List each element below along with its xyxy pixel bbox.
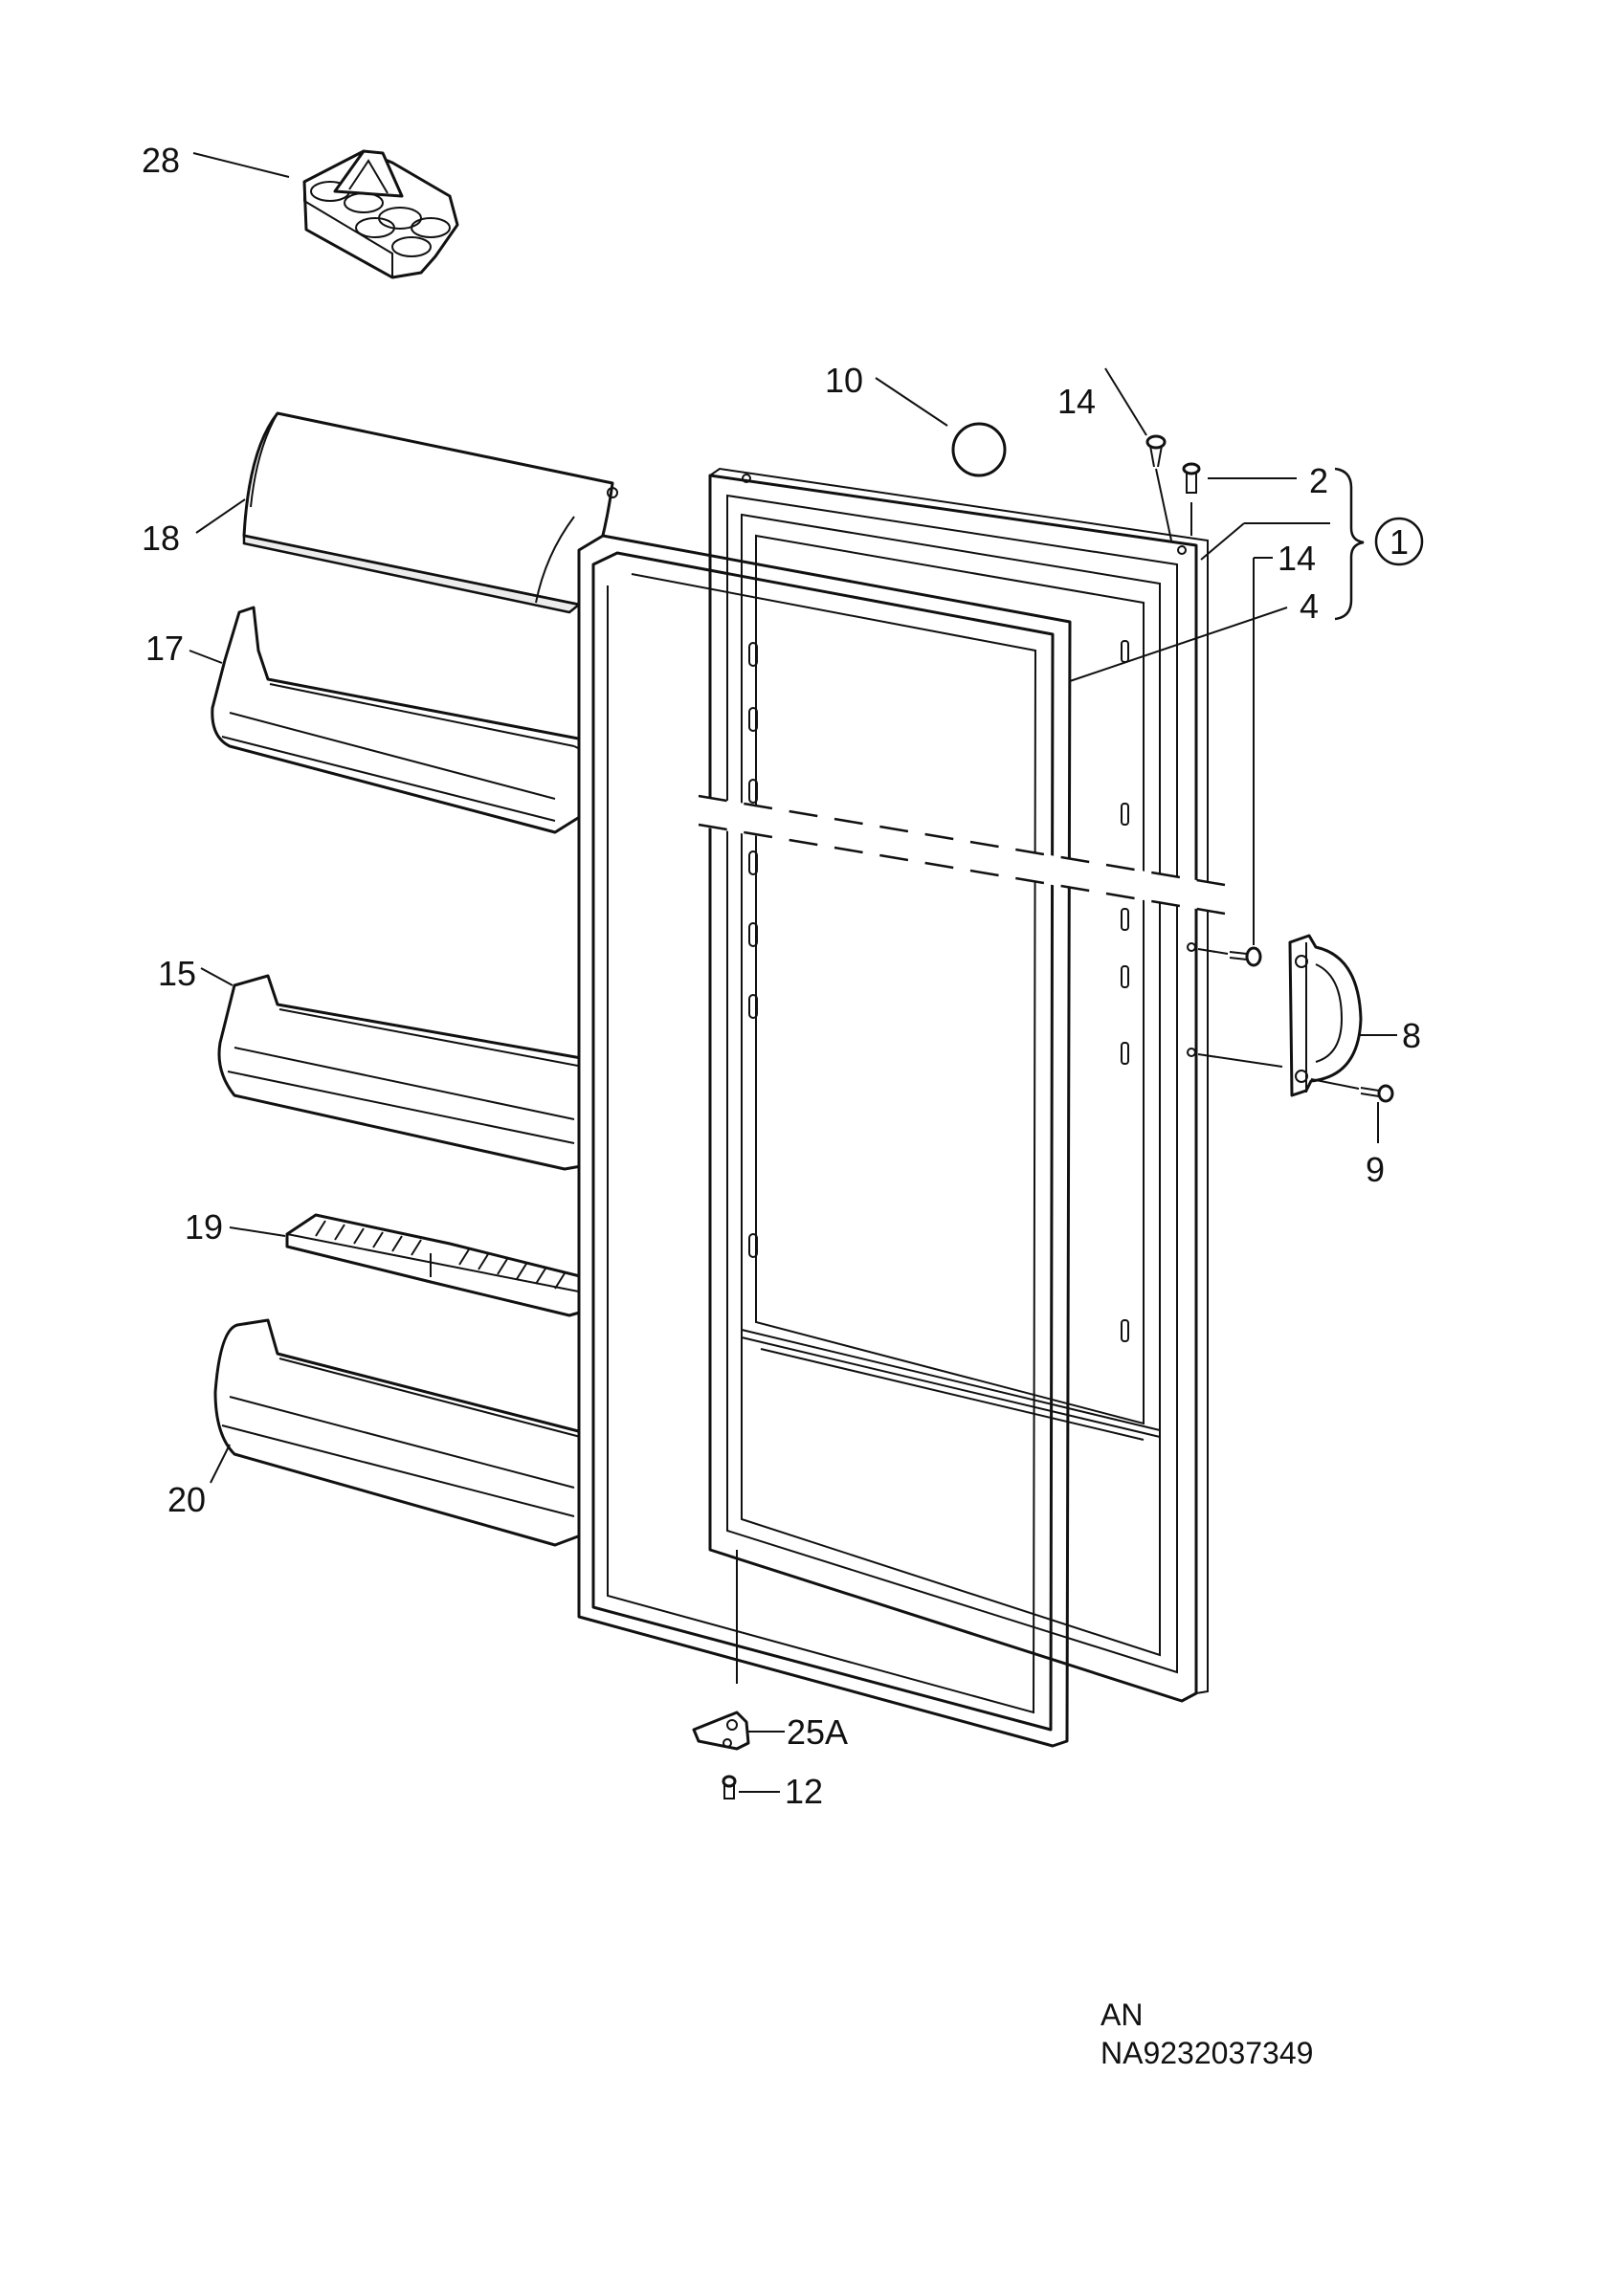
leader-4: [1069, 607, 1288, 682]
egg-tray-part-28[interactable]: [302, 149, 459, 279]
label-28: 28: [142, 141, 180, 180]
label-2: 2: [1309, 461, 1328, 500]
leader-14-side-door: [1197, 948, 1229, 955]
label-17: 17: [145, 629, 184, 668]
leader-1: [1200, 522, 1245, 561]
dairy-lid-part-18[interactable]: [242, 411, 618, 614]
label-15: 15: [158, 954, 196, 993]
label-25a: 25A: [787, 1712, 848, 1752]
leader-9-handle: [1310, 1078, 1360, 1090]
break-lines: [689, 794, 1226, 916]
label-8: 8: [1402, 1016, 1421, 1055]
plug-cap-part-10[interactable]: [951, 422, 1007, 477]
label-1: 1: [1390, 522, 1409, 562]
assembly-bracket: [1334, 467, 1365, 621]
bottle-divider-part-19[interactable]: [285, 1213, 619, 1317]
upper-door-bin-part-17[interactable]: [211, 606, 610, 834]
pin-part-2[interactable]: [1182, 462, 1201, 494]
label-18: 18: [142, 519, 180, 558]
door-panel[interactable]: [708, 467, 1209, 1703]
screw-part-14-side[interactable]: [1229, 946, 1262, 967]
leader-8-door: [1197, 1053, 1283, 1068]
label-12: 12: [785, 1772, 823, 1811]
middle-door-bin-part-15[interactable]: [217, 974, 616, 1171]
rivet-part-14-top[interactable]: [1145, 434, 1167, 468]
leader-20: [210, 1444, 231, 1484]
label-14-side: 14: [1278, 539, 1316, 578]
label-20: 20: [167, 1480, 206, 1519]
leader-28: [192, 152, 290, 178]
label-14-top: 14: [1057, 382, 1096, 421]
assembly-1-callout[interactable]: 1: [1374, 517, 1424, 566]
hinge-bushing-part-25a[interactable]: [692, 1711, 750, 1751]
footer-line-2: NA9232037349: [1101, 2036, 1313, 2070]
lower-door-bin-part-20[interactable]: [213, 1318, 610, 1547]
screw-part-9[interactable]: [1360, 1084, 1394, 1103]
divider-ribs: [315, 1220, 566, 1290]
leader-18: [195, 498, 246, 534]
label-19: 19: [185, 1207, 223, 1247]
leader-15: [200, 967, 233, 986]
door-handle-part-8[interactable]: [1288, 934, 1363, 1097]
leader-14-top-lower: [1155, 468, 1172, 541]
label-4: 4: [1300, 586, 1319, 626]
leader-17: [189, 650, 223, 664]
footer-line-1: AN: [1101, 1998, 1143, 2032]
label-9: 9: [1366, 1150, 1385, 1189]
screw-part-12[interactable]: [722, 1775, 737, 1799]
door-slots: [748, 640, 1129, 1342]
label-10: 10: [825, 361, 863, 400]
door-gasket-part-4[interactable]: [577, 534, 1072, 1748]
leader-14-top: [1104, 367, 1147, 436]
leader-19: [229, 1226, 286, 1237]
leader-10: [875, 377, 948, 427]
